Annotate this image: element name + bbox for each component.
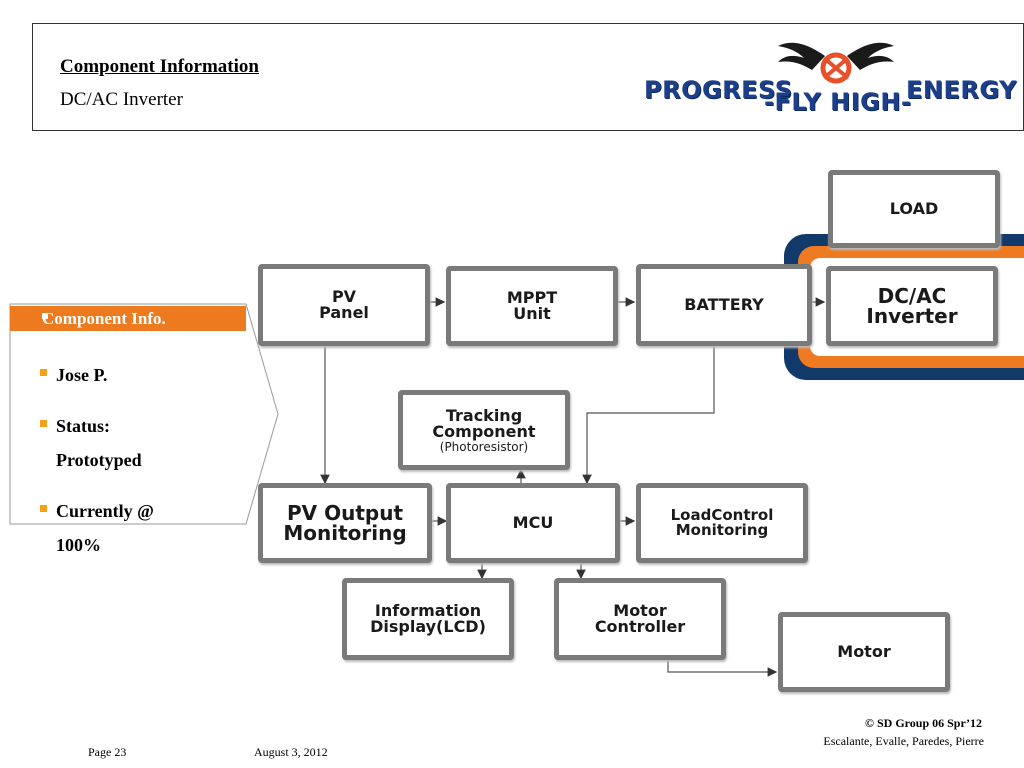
progress-label: Currently @ bbox=[56, 501, 154, 521]
footer-date: August 3, 2012 bbox=[254, 745, 328, 759]
node-tracking-component: Tracking Component (Photoresistor) bbox=[398, 390, 570, 470]
footer-copyright: © SD Group 06 Spr’12 bbox=[865, 716, 982, 730]
list-item: Jose P. bbox=[40, 358, 107, 392]
progress-value: 100% bbox=[56, 535, 101, 555]
node-pv-output-label: PV Output Monitoring bbox=[283, 501, 407, 545]
node-load-control-label: LoadControl Monitoring bbox=[670, 506, 774, 539]
status-label: Status: bbox=[56, 416, 111, 436]
node-battery-label: BATTERY bbox=[684, 295, 764, 314]
component-info-header: Component Info. bbox=[10, 306, 246, 331]
node-information-display: Information Display(LCD) bbox=[342, 578, 514, 660]
node-tracking-sublabel: (Photoresistor) bbox=[439, 439, 529, 454]
page-title: Component Information bbox=[60, 56, 259, 77]
node-load-control-monitoring: LoadControl Monitoring bbox=[636, 483, 808, 563]
component-info-label: Component Info. bbox=[42, 309, 166, 328]
list-item: Currently @ 100% bbox=[40, 494, 154, 562]
company-logo: PROGRESS -FLY HIGH- ENERGY bbox=[640, 38, 1016, 118]
node-mppt-unit: MPPT Unit bbox=[446, 266, 618, 346]
node-mppt-label: MPPT Unit bbox=[506, 288, 558, 323]
header-frame bbox=[32, 23, 1024, 131]
node-inverter-label: DC/AC Inverter bbox=[866, 284, 958, 328]
node-tracking-label: Tracking Component bbox=[432, 405, 536, 441]
node-motor-controller: Motor Controller bbox=[554, 578, 726, 660]
node-mcu: MCU bbox=[446, 483, 620, 563]
edge-battery-mcu bbox=[582, 346, 715, 485]
page-number: Page 23 bbox=[88, 745, 127, 759]
node-pv-panel: PV Panel bbox=[258, 264, 430, 346]
node-load: LOAD bbox=[828, 170, 1000, 248]
bullet-icon bbox=[40, 420, 47, 427]
node-pv-panel-label: PV Panel bbox=[319, 287, 369, 322]
bullet-icon bbox=[40, 369, 47, 376]
wings-emblem-icon bbox=[778, 42, 894, 84]
node-battery: BATTERY bbox=[636, 264, 812, 346]
node-info-display-label: Information Display(LCD) bbox=[370, 601, 486, 636]
node-motor-controller-label: Motor Controller bbox=[594, 601, 686, 636]
node-motor: Motor bbox=[778, 612, 950, 692]
node-pv-output-monitoring: PV Output Monitoring bbox=[258, 483, 432, 563]
node-load-label: LOAD bbox=[889, 199, 939, 218]
node-dc-ac-inverter: DC/AC Inverter bbox=[826, 266, 998, 346]
footer-authors: Escalante, Evalle, Paredes, Pierre bbox=[823, 734, 984, 748]
bullet-icon bbox=[42, 313, 48, 319]
list-item: Status: Prototyped bbox=[40, 409, 142, 477]
page-subtitle: DC/AC Inverter bbox=[60, 89, 183, 110]
component-info-panel bbox=[9, 303, 279, 525]
logo-text-energy: ENERGY bbox=[906, 76, 1017, 104]
edge-motorctrl-motor bbox=[667, 660, 778, 677]
status-value: Prototyped bbox=[56, 450, 142, 470]
logo-text-progress: PROGRESS bbox=[644, 76, 793, 104]
bullet-icon bbox=[40, 505, 47, 512]
logo-text-fly-high: -FLY HIGH- bbox=[764, 88, 912, 116]
node-mcu-label: MCU bbox=[512, 513, 554, 532]
node-motor-label: Motor bbox=[837, 642, 891, 661]
member-name: Jose P. bbox=[56, 365, 108, 385]
